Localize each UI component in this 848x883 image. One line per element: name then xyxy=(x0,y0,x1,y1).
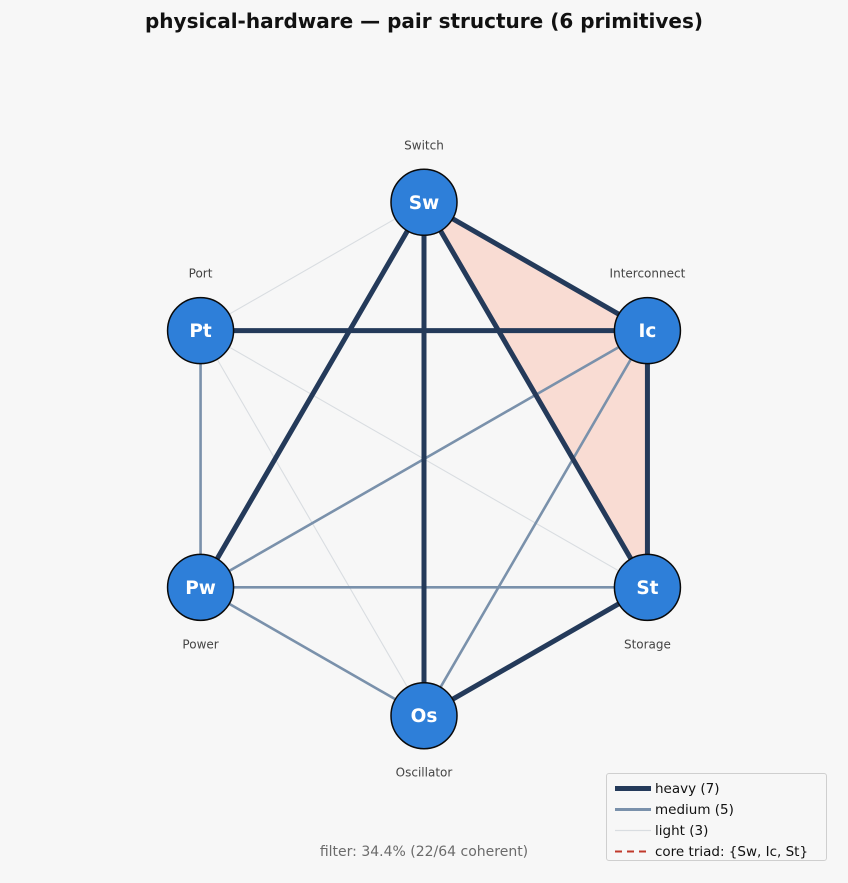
legend-swatch-core-triad xyxy=(615,850,651,853)
node-abbrev-ic: Ic xyxy=(639,321,657,342)
legend-label-core-triad: core triad: {Sw, Ic, St} xyxy=(655,843,809,860)
node-abbrev-pt: Pt xyxy=(189,321,212,342)
node-label-ic: Interconnect xyxy=(610,267,686,281)
legend-label-light: light (3) xyxy=(655,822,709,839)
edge-sw-st xyxy=(421,199,650,590)
node-pw[interactable]: Pw xyxy=(166,553,235,622)
node-abbrev-os: Os xyxy=(411,706,438,727)
legend-item-light: light (3) xyxy=(607,820,826,841)
legend: heavy (7) medium (5) light (3) core tria… xyxy=(606,773,827,861)
legend-label-medium: medium (5) xyxy=(655,801,734,818)
legend-swatch-heavy xyxy=(615,786,651,791)
edge-pw-os xyxy=(199,586,426,718)
legend-item-medium: medium (5) xyxy=(607,799,826,820)
filter-status: filter: 34.4% (22/64 coherent) xyxy=(319,844,529,860)
node-circle-os[interactable] xyxy=(390,681,458,750)
node-circle-pw[interactable] xyxy=(166,553,235,622)
edge-sw-ic xyxy=(421,199,650,334)
node-label-pt: Port xyxy=(189,267,213,281)
edge-sw-pt xyxy=(200,201,425,332)
node-label-pw: Power xyxy=(182,637,218,651)
node-circle-ic[interactable] xyxy=(613,296,682,365)
node-abbrev-sw: Sw xyxy=(409,193,439,214)
edge-st-os xyxy=(421,584,650,719)
node-st[interactable]: St xyxy=(613,553,682,622)
node-label-sw: Switch xyxy=(404,138,444,152)
node-label-os: Oscillator xyxy=(396,766,453,780)
edge-layer xyxy=(198,199,650,719)
legend-label-heavy: heavy (7) xyxy=(655,780,720,797)
legend-item-heavy: heavy (7) xyxy=(607,778,826,799)
node-circle-st[interactable] xyxy=(613,553,682,622)
node-sw[interactable]: Sw xyxy=(390,168,458,237)
legend-item-core-triad: core triad: {Sw, Ic, St} xyxy=(607,841,826,862)
page-title: physical-hardware — pair structure (6 pr… xyxy=(144,9,704,33)
node-circle-sw[interactable] xyxy=(390,168,458,237)
node-os[interactable]: Os xyxy=(390,681,458,750)
node-pt[interactable]: Pt xyxy=(166,296,235,365)
node-abbrev-pw: Pw xyxy=(185,578,216,599)
edge-ic-os xyxy=(422,329,649,718)
edge-sw-pw xyxy=(198,199,427,590)
node-ic[interactable]: Ic xyxy=(613,296,682,365)
legend-swatch-medium xyxy=(615,808,651,811)
node-circle-pt[interactable] xyxy=(166,296,235,365)
node-label-st: Storage xyxy=(624,637,671,651)
legend-swatch-light xyxy=(615,829,651,832)
node-abbrev-st: St xyxy=(636,578,658,599)
